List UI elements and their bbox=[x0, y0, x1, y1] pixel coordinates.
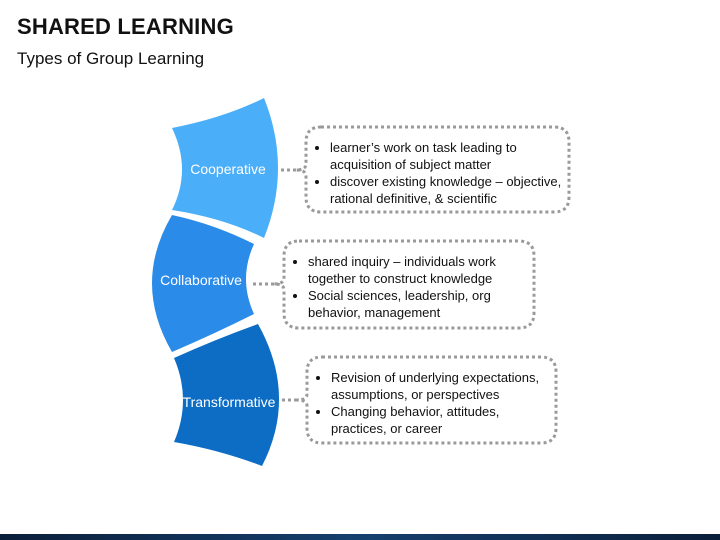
collaborative-bullet-1: shared inquiry – individuals work togeth… bbox=[308, 253, 526, 287]
cooperative-label: Cooperative bbox=[190, 161, 266, 177]
page-title: SHARED LEARNING bbox=[17, 14, 234, 39]
transformative-bullet-1: Revision of underlying expectations, ass… bbox=[331, 369, 549, 403]
collaborative-bullet-2: Social sciences, leadership, org behavio… bbox=[308, 287, 526, 321]
transformative-bullet-2: Changing behavior, attitudes, practices,… bbox=[331, 403, 549, 437]
cooperative-bullet-1: learner’s work on task leading to acquis… bbox=[330, 139, 562, 173]
cooperative-shape[interactable] bbox=[172, 98, 278, 238]
footer-bar bbox=[0, 534, 720, 540]
transformative-callout-border bbox=[295, 355, 558, 445]
page-subtitle: Types of Group Learning bbox=[17, 49, 205, 68]
collaborative-label: Collaborative bbox=[160, 272, 242, 288]
collaborative-callout: shared inquiry – individuals work togeth… bbox=[286, 253, 526, 321]
transformative-callout: Revision of underlying expectations, ass… bbox=[309, 369, 549, 437]
cooperative-callout: learner’s work on task leading to acquis… bbox=[308, 139, 562, 207]
collaborative-shape[interactable] bbox=[152, 215, 254, 352]
transformative-shape[interactable] bbox=[174, 324, 280, 466]
transformative-label: Transformative bbox=[182, 394, 276, 410]
cooperative-bullet-2: discover existing knowledge – objective,… bbox=[330, 173, 562, 207]
cooperative-callout-border bbox=[294, 125, 571, 214]
